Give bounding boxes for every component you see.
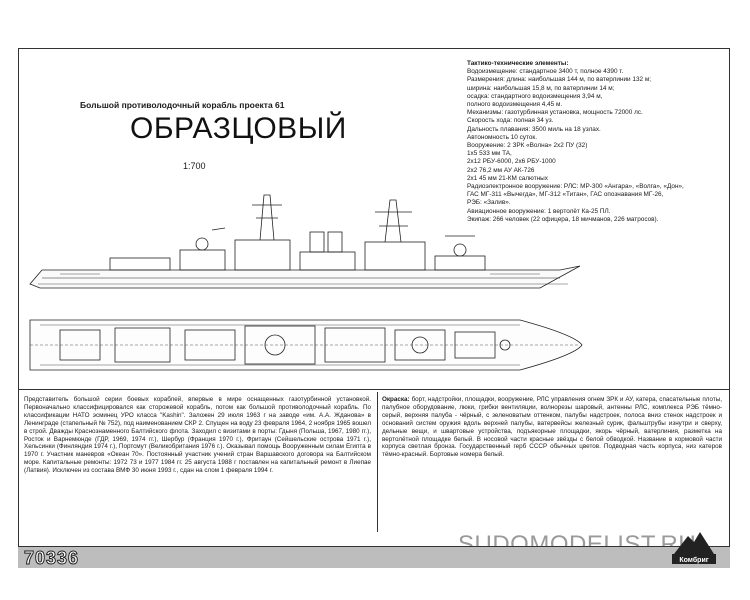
column-divider	[377, 392, 378, 532]
spec-line: Скорость хода: полная 34 уз.	[467, 117, 554, 125]
spec-line: осадка: стандартного водоизмещения 3,94 …	[467, 92, 603, 100]
history-text: Представитель большой серии боевых кораб…	[24, 396, 371, 475]
spec-line: ширина: наибольшая 15,8 м, по ватерлинии…	[467, 84, 615, 92]
spec-line: Автономность 10 суток.	[467, 133, 537, 141]
paint-label: Окраска:	[382, 396, 410, 403]
spec-line: 2х2 76,2 мм АУ АК-726	[467, 166, 535, 174]
ship-name: ОБРАЗЦОВЫЙ	[130, 112, 347, 145]
spec-line: РЭБ: «Залив».	[467, 199, 511, 207]
plan-view	[29, 319, 583, 371]
spec-line: 2х1 45 мм 21-КМ салютных	[467, 174, 548, 182]
section-divider	[19, 389, 729, 390]
spec-line: ГАС МГ-311 «Вычегда», МГ-312 «Титан», ГА…	[467, 191, 664, 199]
spec-line: Дальность плавания: 3500 миль на 18 узла…	[467, 125, 601, 133]
ship-drawing	[29, 194, 583, 371]
specs-lines: Водоизмещение: стандартное 3400 т, полно…	[467, 68, 727, 224]
paint-block: Окраска: борт, надстройки, площадки, воо…	[382, 396, 722, 459]
specs-block: Тактико-технические элементы: Водоизмеще…	[467, 60, 727, 224]
spec-line: Радиоэлектронное вооружение: РЛС: МР-300…	[467, 183, 684, 191]
spec-line: полного водоизмещения 4,45 м.	[467, 101, 563, 109]
side-profile	[29, 194, 581, 289]
spec-line: 1х5 533 мм ТА,	[467, 150, 512, 158]
ship-subtitle: Большой противолодочный корабль проекта …	[80, 100, 285, 110]
spec-line: Механизмы: газотурбинная установка, мощн…	[467, 109, 643, 117]
brand-logo: Комбриг	[672, 532, 716, 564]
article-number: 70336	[23, 548, 80, 569]
scale-label: 1:700	[183, 161, 206, 171]
specs-title: Тактико-технические элементы:	[467, 60, 569, 67]
drawing-sheet	[18, 48, 730, 568]
article-strip: 70336	[18, 546, 730, 569]
spec-line: 2х12 РБУ-6000, 2х6 РБУ-1000	[467, 158, 556, 166]
spec-line: Водоизмещение: стандартное 3400 т, полно…	[467, 68, 624, 76]
spec-line: Авиационное вооружение: 1 вертолёт Ка-25…	[467, 207, 611, 215]
logo-text: Комбриг	[679, 556, 708, 564]
spec-line: Вооружение: 2 ЗРК «Волна» 2х2 ПУ (32)	[467, 142, 588, 150]
spec-line: Размерения: длина: наибольшая 144 м, по …	[467, 76, 651, 84]
paint-text: борт, надстройки, площадки, вооружение, …	[382, 396, 723, 459]
spec-line: Экипаж: 266 человек (22 офицера, 18 мичм…	[467, 215, 659, 223]
